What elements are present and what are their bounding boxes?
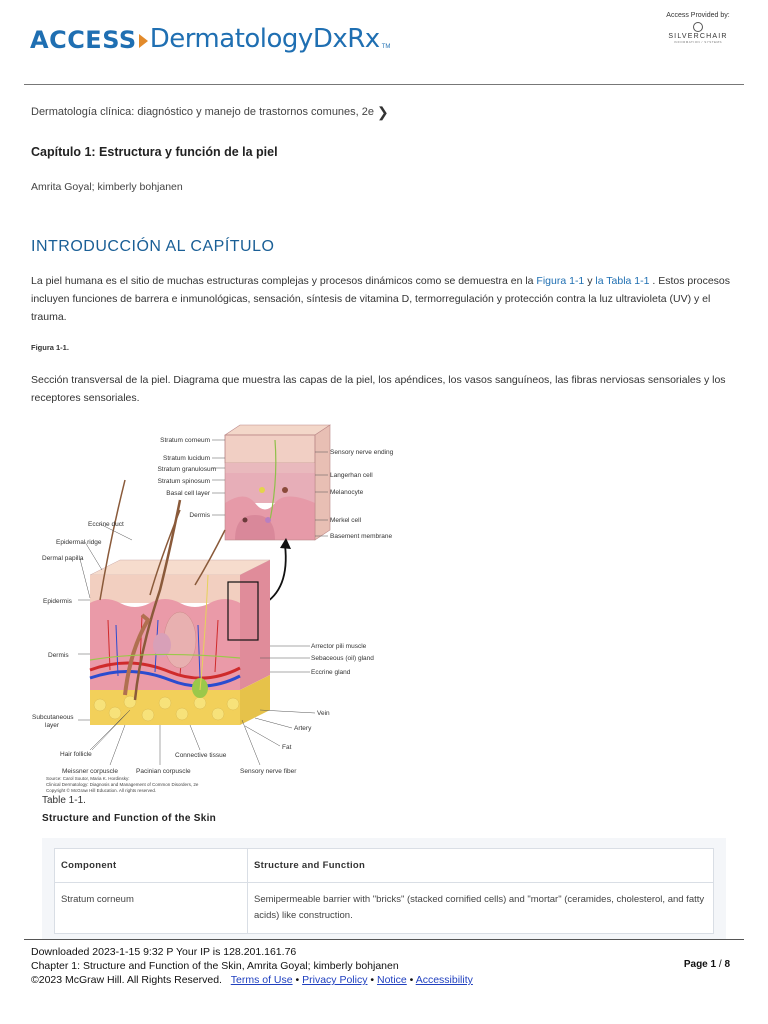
- provider-label: Access Provided by:: [666, 12, 730, 19]
- label-stratum-corneum: Stratum corneum: [160, 437, 210, 444]
- chapter-title: Capítulo 1: Estructura y función de la p…: [31, 145, 278, 159]
- page-footer: Downloaded 2023-1-15 9:32 P Your IP is 1…: [0, 939, 768, 1024]
- label-dermal-papilla: Dermal papilla: [42, 555, 84, 562]
- label-pacinian: Pacinian corpuscle: [136, 768, 191, 775]
- notice-link[interactable]: Notice: [376, 974, 407, 986]
- label-meissner: Meissner corpuscle: [62, 768, 118, 775]
- label-subcutaneous-2: layer: [45, 722, 60, 729]
- label-hair-follicle: Hair follicle: [60, 751, 92, 758]
- provider-subtitle: INFORMATION / SYSTEMS: [673, 40, 723, 44]
- label-sebaceous-gland: Sebaceous (oil) gland: [311, 655, 374, 662]
- page-current: 1: [710, 959, 717, 970]
- label-arrector-pili: Arrector pili muscle: [311, 643, 367, 650]
- logo-arrow-icon: [138, 34, 148, 48]
- label-basement-membrane: Basement membrane: [330, 533, 393, 540]
- footer-text: Downloaded 2023-1-15 9:32 P Your IP is 1…: [31, 945, 473, 987]
- label-epidermal-ridge: Epidermal ridge: [56, 539, 102, 546]
- table-cell: Semipermeable barrier with "bricks" (sta…: [247, 882, 714, 934]
- skin-cross-section-figure[interactable]: Stratum corneum Stratum lucidum Stratum …: [30, 420, 410, 800]
- inset-right-leaders: [315, 451, 328, 537]
- table-cell: Stratum corneum: [54, 882, 248, 934]
- label-dermis-inset: Dermis: [189, 512, 210, 519]
- label-sensory-nerve-fiber: Sensory nerve fiber: [240, 768, 297, 775]
- access-dermatology-logo[interactable]: ACCESS DermatologyDxRx TM: [30, 14, 390, 54]
- book-breadcrumb[interactable]: Dermatología clínica: diagnóstico y mane…: [31, 100, 731, 124]
- table-label: Table 1-1.: [42, 795, 86, 806]
- page-header: ACCESS DermatologyDxRx TM Access Provide…: [0, 0, 768, 85]
- chapter-authors: Amrita Goyal; kimberly bohjanen: [31, 181, 183, 193]
- footer-chapter-line: Chapter 1: Structure and Function of the…: [31, 960, 399, 972]
- label-vein: Vein: [317, 710, 330, 717]
- book-title-link[interactable]: Dermatología clínica: diagnóstico y mane…: [31, 106, 375, 118]
- label-artery: Artery: [294, 725, 312, 732]
- download-info: Downloaded 2023-1-15 9:32 P Your IP is 1…: [31, 946, 297, 958]
- inset-epidermis-block: [224, 424, 331, 541]
- table-header-row: Component Structure and Function: [54, 848, 714, 883]
- intro-text-end: . Estos procesos incluyen funciones de b…: [31, 275, 731, 323]
- figure-caption: Sección transversal de la piel. Diagrama…: [31, 374, 726, 404]
- label-stratum-spinosum: Stratum spinosum: [158, 478, 210, 485]
- table-link[interactable]: la Tabla 1-1: [595, 275, 650, 287]
- label-stratum-lucidum: Stratum lucidum: [163, 455, 210, 462]
- logo-trademark: TM: [381, 44, 391, 50]
- label-melanocyte: Melanocyte: [330, 489, 364, 496]
- label-subcutaneous-1: Subcutaneous: [32, 714, 74, 721]
- skin-diagram-svg: Stratum corneum Stratum lucidum Stratum …: [32, 424, 394, 793]
- skin-structure-table: Component Structure and Function Stratum…: [54, 848, 714, 934]
- label-connective-tissue: Connective tissue: [175, 752, 227, 759]
- table-row: Stratum corneum Semipermeable barrier wi…: [54, 882, 714, 934]
- header-component: Component: [54, 848, 248, 883]
- label-eccrine-gland: Eccrine gland: [311, 669, 351, 676]
- label-merkel-cell: Merkel cell: [330, 517, 362, 524]
- main-bottom-leaders: [91, 709, 261, 766]
- table-container: Component Structure and Function Stratum…: [42, 838, 726, 940]
- intro-paragraph: La piel humana es el sitio de muchas est…: [31, 272, 731, 326]
- terms-of-use-link[interactable]: Terms of Use: [230, 974, 293, 986]
- page-label: Page: [683, 959, 708, 970]
- header-structure-function: Structure and Function: [247, 848, 714, 883]
- figure-label: Figura 1-1.: [31, 343, 69, 352]
- globe-icon: [693, 22, 703, 32]
- zoom-arrow-head: [280, 538, 291, 549]
- figure-source-line-2: Clinical Dermatology: Diagnosis and Mana…: [46, 782, 199, 787]
- copyright-text: ©2023 McGraw Hill. All Rights Reserved.: [31, 974, 222, 986]
- main-skin-block: [89, 479, 271, 725]
- page-indicator: Page 1 / 8: [683, 959, 730, 970]
- inset-left-leaders: [212, 439, 225, 516]
- figure-source-line-1: Source: Carol Soutor, Maria K. Hordinsky…: [46, 776, 130, 781]
- provider-name: SILVERCHAIR: [668, 33, 728, 40]
- label-stratum-granulosum: Stratum granulosum: [157, 466, 216, 473]
- label-langerhan-cell: Langerhan cell: [330, 472, 373, 479]
- label-fat: Fat: [282, 744, 292, 751]
- figure-link[interactable]: Figura 1-1: [536, 275, 585, 287]
- footer-divider: [24, 939, 744, 940]
- label-epidermis: Epidermis: [43, 598, 73, 605]
- section-heading: INTRODUCCIÓN AL CAPÍTULO: [31, 238, 275, 255]
- accessibility-link[interactable]: Accessibility: [415, 974, 473, 986]
- label-basal-cell-layer: Basal cell layer: [166, 490, 211, 497]
- logo-access-text: ACCESS: [30, 26, 137, 54]
- label-eccrine-duct: Eccrine duct: [88, 521, 124, 528]
- header-divider: [24, 84, 744, 85]
- footer-legal-line: ©2023 McGraw Hill. All Rights Reserved. …: [31, 974, 473, 986]
- table-title: Structure and Function of the Skin: [42, 813, 217, 824]
- chevron-right-icon[interactable]: ❯: [377, 103, 389, 120]
- main-right-leaders: [244, 645, 316, 747]
- intro-text-start: La piel humana es el sitio de muchas est…: [31, 275, 537, 287]
- logo-product-text: DermatologyDxRx: [149, 24, 381, 54]
- label-sensory-nerve-ending: Sensory nerve ending: [330, 449, 394, 456]
- page-total: 8: [724, 959, 730, 970]
- intro-text-middle: y: [584, 275, 596, 287]
- privacy-policy-link[interactable]: Privacy Policy: [302, 974, 368, 986]
- label-dermis: Dermis: [48, 652, 69, 659]
- figure-source-line-3: Copyright © McGraw Hill Education. All r…: [46, 787, 156, 793]
- access-provider: Access Provided by: SILVERCHAIR INFORMAT…: [658, 12, 738, 44]
- article-content: Dermatología clínica: diagnóstico y mane…: [31, 100, 731, 405]
